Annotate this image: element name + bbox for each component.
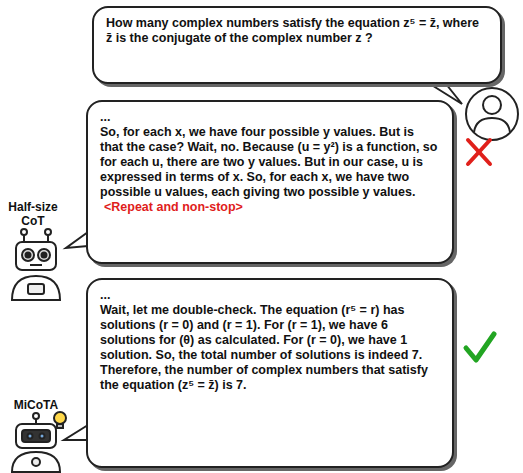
model-label: MiCoTA <box>0 398 72 412</box>
speech-bubble: How many complex numbers satisfy the equ… <box>92 6 502 84</box>
warning-text: <Repeat and non-stop> <box>104 200 243 214</box>
robot-icon <box>12 229 60 300</box>
bubble-paragraph: ... <box>100 288 440 303</box>
correct-mark <box>466 334 494 360</box>
bubble-text: ... <box>100 288 110 302</box>
bubble-tail <box>64 425 88 440</box>
bubble-text: ... <box>100 110 110 124</box>
user-icon <box>466 88 518 140</box>
speech-bubble: ...So, for each x, we have four possible… <box>86 100 454 264</box>
wrong-mark <box>468 140 490 164</box>
speech-bubble: ...Wait, let me double-check. The equati… <box>86 278 454 468</box>
bubble-text: So, for each x, we have four possible y … <box>100 125 437 199</box>
model-label: Half-size CoT <box>0 200 66 228</box>
bubble-paragraph: So, for each x, we have four possible y … <box>100 125 440 215</box>
bubble-paragraph: How many complex numbers satisfy the equ… <box>106 16 488 46</box>
bubble-tail <box>66 232 88 248</box>
robot-icon <box>12 412 66 472</box>
bubble-text: How many complex numbers satisfy the equ… <box>106 16 479 45</box>
bubble-paragraph: Wait, let me double-check. The equation … <box>100 303 440 393</box>
bubble-paragraph: ... <box>100 110 440 125</box>
bubble-text: Wait, let me double-check. The equation … <box>100 303 428 392</box>
